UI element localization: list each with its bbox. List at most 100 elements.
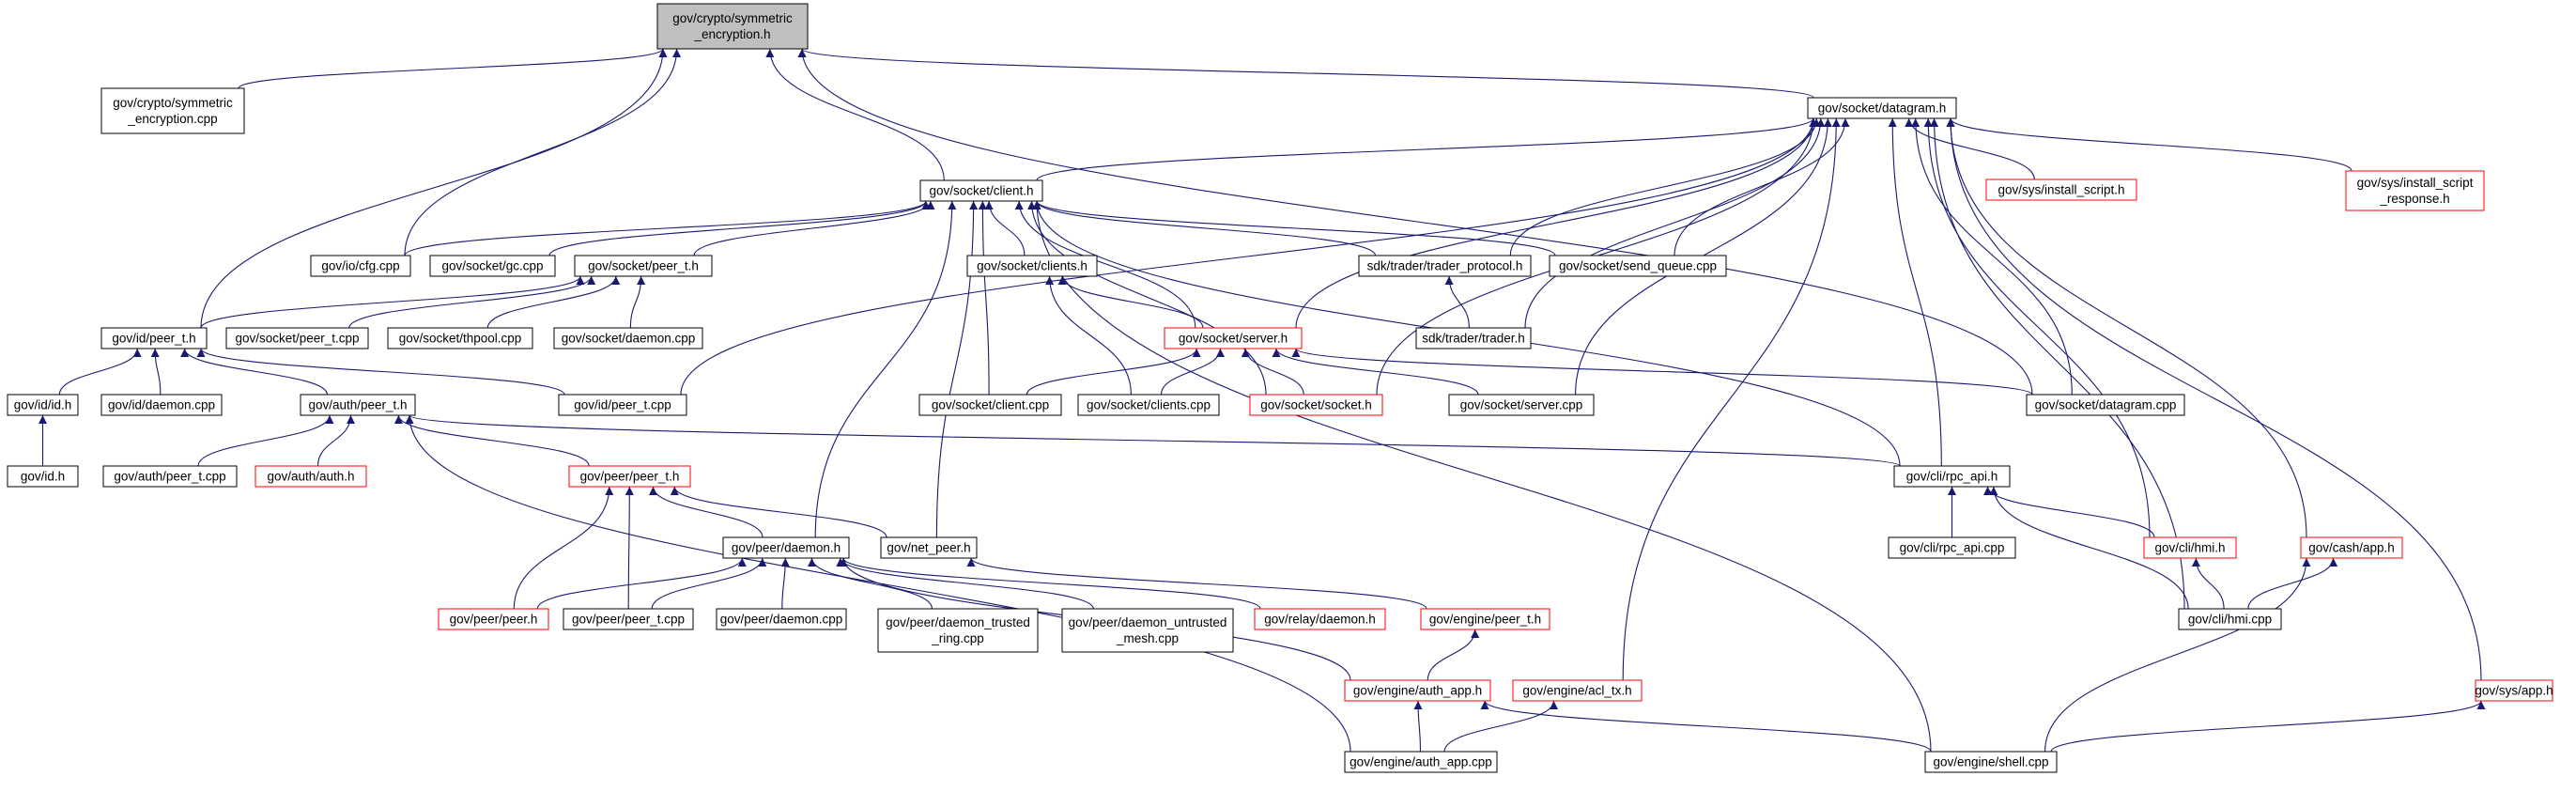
graph-node[interactable]: sdk/trader/trader.h — [1415, 327, 1532, 349]
graph-node[interactable]: gov/sys/install_script.h — [1985, 179, 2137, 201]
edge-n17-to-n2 — [1524, 117, 1826, 329]
graph-node[interactable]: gov/id/peer_t.h — [100, 327, 208, 349]
node-label: gov/socket/gc.cpp — [441, 259, 543, 273]
graph-node[interactable]: gov/socket/client.h — [919, 179, 1043, 202]
edge-n23-to-n16 — [1160, 348, 1225, 396]
node-label: gov/sys/install_script — [2357, 176, 2474, 190]
node-box — [2026, 394, 2185, 416]
graph-node[interactable]: gov/auth/auth.h — [255, 465, 367, 488]
node-label: gov/socket/peer_t.cpp — [235, 332, 359, 346]
graph-node[interactable]: gov/peer/daemon_untrusted_mesh.cpp — [1061, 608, 1234, 653]
graph-node[interactable]: gov/id/daemon.cpp — [100, 394, 223, 416]
graph-node[interactable]: gov/socket/client.cpp — [918, 394, 1062, 416]
graph-node[interactable]: gov/peer/daemon.h — [722, 536, 850, 559]
graph-node[interactable]: sdk/trader/trader_protocol.h — [1358, 255, 1532, 277]
graph-node[interactable]: gov/net_peer.h — [880, 536, 978, 559]
node-box — [2178, 608, 2282, 630]
graph-node[interactable]: gov/peer/peer_t.h — [568, 465, 691, 488]
graph-node[interactable]: gov/socket/peer_t.h — [574, 255, 713, 277]
node-label: gov/engine/auth_app.cpp — [1350, 755, 1492, 769]
node-box — [1888, 536, 2016, 559]
graph-node[interactable]: gov/cli/rpc_api.cpp — [1888, 536, 2016, 559]
node-label: gov/id/peer_t.cpp — [574, 398, 671, 412]
node-box — [880, 536, 978, 559]
node-label: gov/id/id.h — [14, 398, 72, 412]
node-box — [429, 255, 556, 277]
graph-node[interactable]: gov/socket/peer_t.cpp — [225, 327, 369, 349]
graph-node[interactable]: gov/io/cfg.cpp — [310, 255, 411, 277]
graph-node[interactable]: gov/socket/clients.h — [966, 255, 1098, 277]
node-box — [558, 394, 687, 416]
graph-node[interactable]: gov/socket/datagram.h — [1807, 97, 1957, 119]
edge-n7-to-n3 — [548, 200, 931, 256]
graph-node[interactable]: gov/sys/install_script_response.h — [2345, 170, 2485, 211]
graph-node[interactable]: gov/peer/peer.h — [438, 608, 549, 630]
graph-node[interactable]: gov/peer/daemon.cpp — [716, 608, 847, 630]
node-box — [1358, 255, 1532, 277]
edge-n22-to-n3 — [978, 200, 990, 396]
node-label: gov/socket/client.h — [929, 184, 1033, 198]
node-label: gov/relay/daemon.h — [1264, 613, 1376, 627]
graph-node[interactable]: gov/cli/hmi.cpp — [2178, 608, 2282, 630]
graph-node[interactable]: gov/cli/rpc_api.h — [1893, 465, 2011, 488]
edge-n49-to-n45 — [1480, 700, 1932, 753]
edge-n44-to-n36 — [2247, 557, 2338, 610]
edge-n8-to-n3 — [693, 200, 935, 256]
graph-node[interactable]: gov/cash/app.h — [2300, 536, 2403, 559]
graph-node[interactable]: gov/id/peer_t.cpp — [558, 394, 687, 416]
edge-n16-to-n9 — [1057, 275, 1204, 329]
edge-n3-to-n2 — [1036, 117, 1818, 181]
graph-node[interactable]: gov/id.h — [7, 465, 79, 488]
edge-n31-to-n20 — [406, 414, 1901, 467]
graph-node[interactable]: gov/id/id.h — [7, 394, 79, 416]
graph-node[interactable]: gov/socket/server.h — [1164, 327, 1303, 349]
edge-n15-to-n8 — [629, 275, 646, 329]
node-label: gov/socket/server.cpp — [1460, 398, 1583, 412]
edge-n20-to-n12 — [180, 348, 328, 396]
edge-n37-to-n32 — [536, 557, 747, 610]
node-box — [100, 327, 208, 349]
graph-node[interactable]: gov/peer/daemon_trusted_ring.cpp — [877, 608, 1039, 653]
edge-n46-to-n2 — [1622, 117, 1841, 681]
node-label: gov/id/peer_t.h — [112, 332, 195, 346]
graph-node[interactable]: gov/socket/gc.cpp — [429, 255, 556, 277]
graph-node[interactable]: gov/socket/send_queue.cpp — [1549, 255, 1727, 277]
edge-n21-to-n2 — [680, 117, 1818, 396]
node-box — [7, 465, 79, 488]
node-label: gov/engine/acl_tx.h — [1522, 684, 1631, 698]
node-label: _ring.cpp — [931, 631, 984, 645]
graph-node[interactable]: gov/socket/socket.h — [1249, 394, 1383, 416]
graph-node[interactable]: gov/socket/datagram.cpp — [2026, 394, 2185, 416]
node-label: gov/socket/socket.h — [1260, 398, 1372, 412]
node-label: gov/engine/peer_t.h — [1429, 613, 1541, 627]
node-box — [919, 179, 1043, 202]
graph-node[interactable]: gov/auth/peer_t.cpp — [102, 465, 238, 488]
graph-node[interactable]: gov/sys/app.h — [2475, 679, 2553, 702]
graph-node[interactable]: gov/engine/peer_t.h — [1420, 608, 1550, 630]
graph-node[interactable]: gov/engine/shell.cpp — [1924, 751, 2058, 773]
graph-node[interactable]: gov/socket/server.cpp — [1448, 394, 1595, 416]
edge-n41-to-n32 — [836, 557, 1094, 610]
edge-n44-to-n2 — [1930, 117, 2185, 610]
graph-node[interactable]: gov/socket/daemon.cpp — [553, 327, 703, 349]
graph-node[interactable]: gov/crypto/symmetric_encryption.cpp — [100, 87, 245, 134]
graph-node[interactable]: gov/socket/thpool.cpp — [387, 327, 533, 349]
node-box — [300, 394, 416, 416]
node-box — [1344, 679, 1491, 702]
graph-node[interactable]: gov/relay/daemon.h — [1254, 608, 1386, 630]
node-box — [1512, 679, 1643, 702]
edge-n6-to-n3 — [404, 200, 931, 256]
graph-node[interactable]: gov/auth/peer_t.h — [300, 394, 416, 416]
graph-node[interactable]: gov/engine/auth_app.cpp — [1344, 751, 1498, 773]
node-label: _encryption.h — [693, 27, 770, 41]
graph-node[interactable]: gov/peer/peer_t.cpp — [563, 608, 694, 630]
node-label: gov/id.h — [21, 470, 65, 484]
graph-node[interactable]: gov/socket/clients.cpp — [1077, 394, 1220, 416]
graph-node[interactable]: gov/cli/hmi.h — [2143, 536, 2237, 559]
graph-node[interactable]: gov/engine/acl_tx.h — [1512, 679, 1643, 702]
node-label: gov/socket/peer_t.h — [588, 259, 699, 273]
node-box — [1344, 751, 1498, 773]
graph-node[interactable]: gov/engine/auth_app.h — [1344, 679, 1491, 702]
node-label: gov/socket/clients.cpp — [1087, 398, 1211, 412]
edge-n16-to-n2 — [1295, 117, 1818, 329]
